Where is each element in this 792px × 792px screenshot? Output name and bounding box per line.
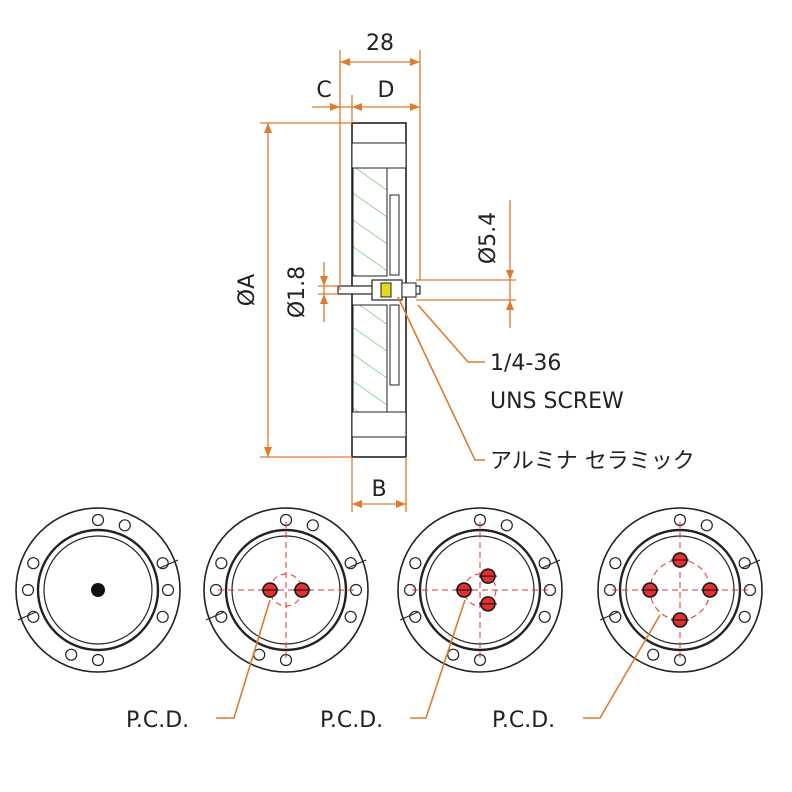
pcd-circle — [463, 573, 497, 607]
hatch-upper — [352, 167, 388, 277]
bolt-hole-icon — [306, 519, 319, 532]
bolt-hole-icon — [215, 557, 228, 570]
hatch-lower — [352, 304, 388, 413]
pcd-label-2: P.C.D. — [320, 708, 383, 733]
ceramic-insulator — [380, 282, 392, 298]
bolt-hole-icon — [91, 653, 105, 667]
recess-lower — [389, 304, 400, 386]
slot-mark — [159, 559, 179, 569]
front-views — [15, 507, 763, 673]
slot-mark — [205, 611, 225, 621]
flange-knife-edge-3 — [418, 528, 542, 652]
flange-knife-edge-2 — [224, 528, 348, 652]
bolt-hole-bottom — [351, 411, 407, 438]
dim-overall-width: 28 — [366, 31, 394, 56]
bolt-hole-icon — [27, 557, 40, 570]
dim-c: C — [316, 78, 331, 103]
bolt-hole-icon — [21, 583, 35, 597]
section-view — [337, 122, 421, 458]
flange-knife-edge-4 — [618, 528, 742, 652]
slot-mark — [17, 611, 37, 621]
bolt-hole-icon — [409, 557, 422, 570]
bolt-hole-icon — [609, 557, 622, 570]
bolt-hole-icon — [738, 610, 751, 623]
slot-mark — [399, 611, 419, 621]
pin-center-icon — [91, 583, 105, 597]
slot-mark — [541, 559, 561, 569]
bolt-hole-icon — [156, 610, 169, 623]
dim-dia-5-4: Ø5.4 — [476, 212, 501, 264]
slot-mark — [599, 611, 619, 621]
pcd-leaders — [216, 599, 661, 719]
screw-callout-line1: 1/4-36 — [490, 351, 561, 376]
bolt-hole-icon — [447, 648, 460, 661]
slot-mark — [347, 559, 367, 569]
dim-d: D — [378, 78, 395, 103]
recess-upper — [389, 194, 400, 276]
screw-nut — [401, 282, 417, 298]
bolt-hole-icon — [161, 583, 175, 597]
bolt-hole-icon — [647, 648, 660, 661]
bolt-hole-icon — [500, 519, 513, 532]
bolt-hole-icon — [118, 519, 131, 532]
dim-dia-1-8: Ø1.8 — [285, 266, 310, 318]
bolt-hole-icon — [344, 610, 357, 623]
bolt-hole-icon — [91, 513, 105, 527]
bolt-hole-icon — [538, 610, 551, 623]
pcd-label-1: P.C.D. — [126, 708, 189, 733]
ceramic-callout: アルミナ セラミック — [490, 449, 695, 474]
dimension-lines — [260, 50, 516, 512]
pcd-label-3: P.C.D. — [492, 708, 555, 733]
dim-b: B — [371, 477, 386, 502]
flange-knife-edge-1 — [36, 528, 160, 652]
slot-mark — [741, 559, 761, 569]
bolt-hole-icon — [65, 648, 78, 661]
screw-callout-line2: UNS SCREW — [490, 389, 624, 414]
bolt-hole-top — [351, 142, 407, 169]
bolt-hole-icon — [700, 519, 713, 532]
bolt-hole-icon — [253, 648, 266, 661]
dim-dia-a: ØA — [235, 274, 260, 306]
callout-leaders — [397, 296, 485, 461]
